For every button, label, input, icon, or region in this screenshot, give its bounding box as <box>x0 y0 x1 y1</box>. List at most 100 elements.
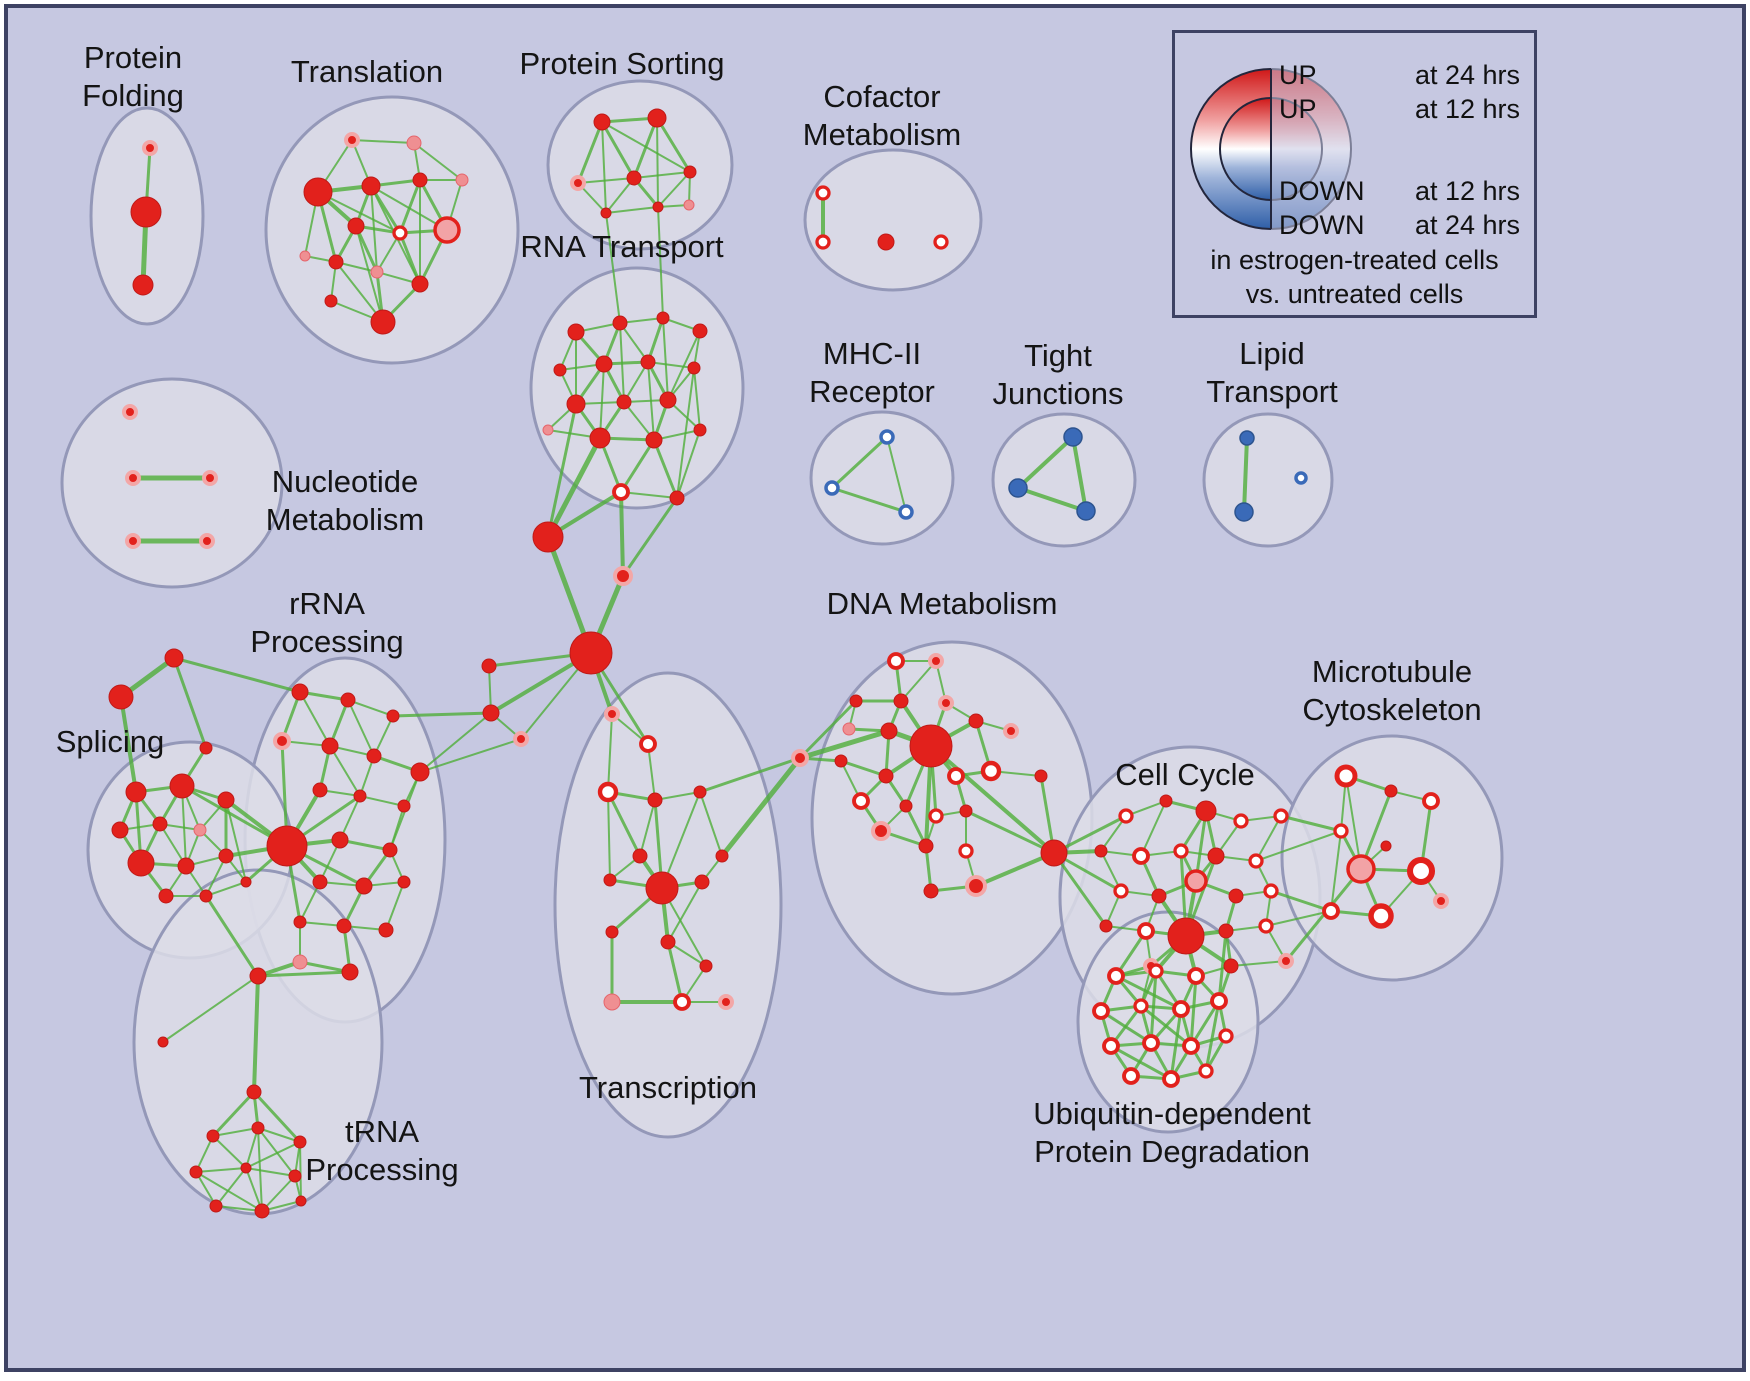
edge-cc10-mc4 <box>1255 830 1342 862</box>
edge-r8-c5 <box>676 367 695 499</box>
node-l1 <box>1239 430 1255 446</box>
node-u4 <box>1092 1002 1110 1020</box>
node-rr18 <box>378 922 394 938</box>
node-mc9 <box>1368 903 1394 929</box>
label-splicing: Splicing <box>56 724 165 759</box>
edge-rr5-rr9 <box>329 745 361 797</box>
node-d19 <box>959 804 973 818</box>
node-c4 <box>612 483 630 501</box>
node-cc16 <box>1099 919 1113 933</box>
node-rr13 <box>312 874 328 890</box>
edge-tx12-tx15 <box>666 940 684 1004</box>
edge-s2-s8 <box>181 785 187 867</box>
edge-cc5-mc4 <box>1279 814 1343 833</box>
node-cc5 <box>1273 808 1289 824</box>
edge-ps2-ps4 <box>632 116 659 180</box>
edge-tr7-tr10 <box>195 1171 217 1207</box>
edge-d11-d12 <box>839 759 888 778</box>
node-rr15 <box>397 875 411 889</box>
legend-row-down-12: DOWN at 12 hrs <box>1279 176 1520 207</box>
node-sp2 <box>108 684 134 710</box>
edge-rr9-rr10 <box>359 795 405 807</box>
node-cc10 <box>1248 853 1264 869</box>
node-c9 <box>481 658 497 674</box>
cluster-mhc-ii-receptor <box>809 410 955 546</box>
node-ps2 <box>647 108 667 128</box>
node-cc22 <box>1223 958 1239 974</box>
node-d18 <box>928 808 944 824</box>
node-n4 <box>125 533 141 549</box>
node-d1 <box>887 652 905 670</box>
legend-direction: UP <box>1279 60 1317 90</box>
edge-u8-u13 <box>1109 1044 1173 1081</box>
legend-row-down-24: DOWN at 24 hrs <box>1279 210 1520 241</box>
node-sp1 <box>164 648 184 668</box>
edge-rr10-rr12 <box>389 805 405 851</box>
edge-r7-r8 <box>647 361 695 369</box>
edge-t5-t8 <box>398 178 422 235</box>
edge-r13-c4 <box>619 438 656 494</box>
node-t5 <box>412 172 428 188</box>
edge-u7-u14 <box>1204 999 1221 1073</box>
node-r15 <box>542 424 554 436</box>
node-t8 <box>392 225 408 241</box>
edge-tr5-tr11 <box>257 1127 263 1212</box>
node-d6 <box>842 722 856 736</box>
node-rr11 <box>331 831 349 849</box>
edge-s11-tr1 <box>204 894 260 978</box>
legend-time: at 12 hrs <box>1414 176 1520 206</box>
node-t3 <box>303 177 333 207</box>
node-r12 <box>589 427 611 449</box>
node-t9 <box>433 216 461 244</box>
node-d14 <box>980 760 1002 782</box>
node-cc2 <box>1159 794 1173 808</box>
node-ps8 <box>683 199 695 211</box>
node-rr20 <box>341 963 359 981</box>
node-d15 <box>1034 769 1048 783</box>
label-dna-metabolism: DNA Metabolism <box>827 586 1058 621</box>
node-r10 <box>616 394 632 410</box>
node-d3 <box>849 694 863 708</box>
edge-u4-u9 <box>1099 1009 1153 1045</box>
node-pf2 <box>130 196 162 228</box>
edge-tr4-tr5 <box>212 1127 259 1137</box>
node-d5 <box>938 695 954 711</box>
node-d11 <box>834 754 848 768</box>
edge-ps2-ps5 <box>655 116 692 174</box>
edge-dc1-d3 <box>798 699 858 760</box>
edge-tx5-tx10 <box>699 791 723 857</box>
legend-direction: DOWN <box>1279 176 1365 206</box>
cluster-microtubule-cytoskeleton <box>1280 734 1504 982</box>
node-cc14 <box>1228 888 1244 904</box>
edge-ps4-ps5 <box>633 171 691 179</box>
edge-cc19-u7 <box>1217 929 1228 1003</box>
node-tr3 <box>246 1084 262 1100</box>
edge-t7-t14 <box>355 225 384 323</box>
node-t11 <box>328 254 344 270</box>
edge-m2-m3 <box>830 486 908 514</box>
node-t12 <box>370 265 384 279</box>
node-u7 <box>1210 992 1228 1010</box>
node-u11 <box>1218 1028 1234 1044</box>
node-u5 <box>1133 998 1149 1014</box>
edge-cc15-mc8 <box>1269 889 1333 913</box>
edge-sp1-rr1 <box>172 656 302 694</box>
node-cm1 <box>815 185 831 201</box>
edge-t6-t2 <box>413 142 463 181</box>
edge-tr4-tr7 <box>195 1135 214 1173</box>
node-d21 <box>918 838 934 854</box>
edge-ps7-r3 <box>657 206 664 319</box>
node-r14 <box>693 423 707 437</box>
legend-direction: DOWN <box>1279 210 1365 240</box>
node-tx3 <box>597 781 619 803</box>
node-u6 <box>1172 1000 1190 1018</box>
node-mc5 <box>1380 840 1392 852</box>
node-t10 <box>299 250 311 262</box>
node-d17 <box>899 799 913 813</box>
node-rr16 <box>293 915 307 929</box>
node-ps3 <box>570 175 586 191</box>
node-mc7 <box>1406 856 1436 886</box>
